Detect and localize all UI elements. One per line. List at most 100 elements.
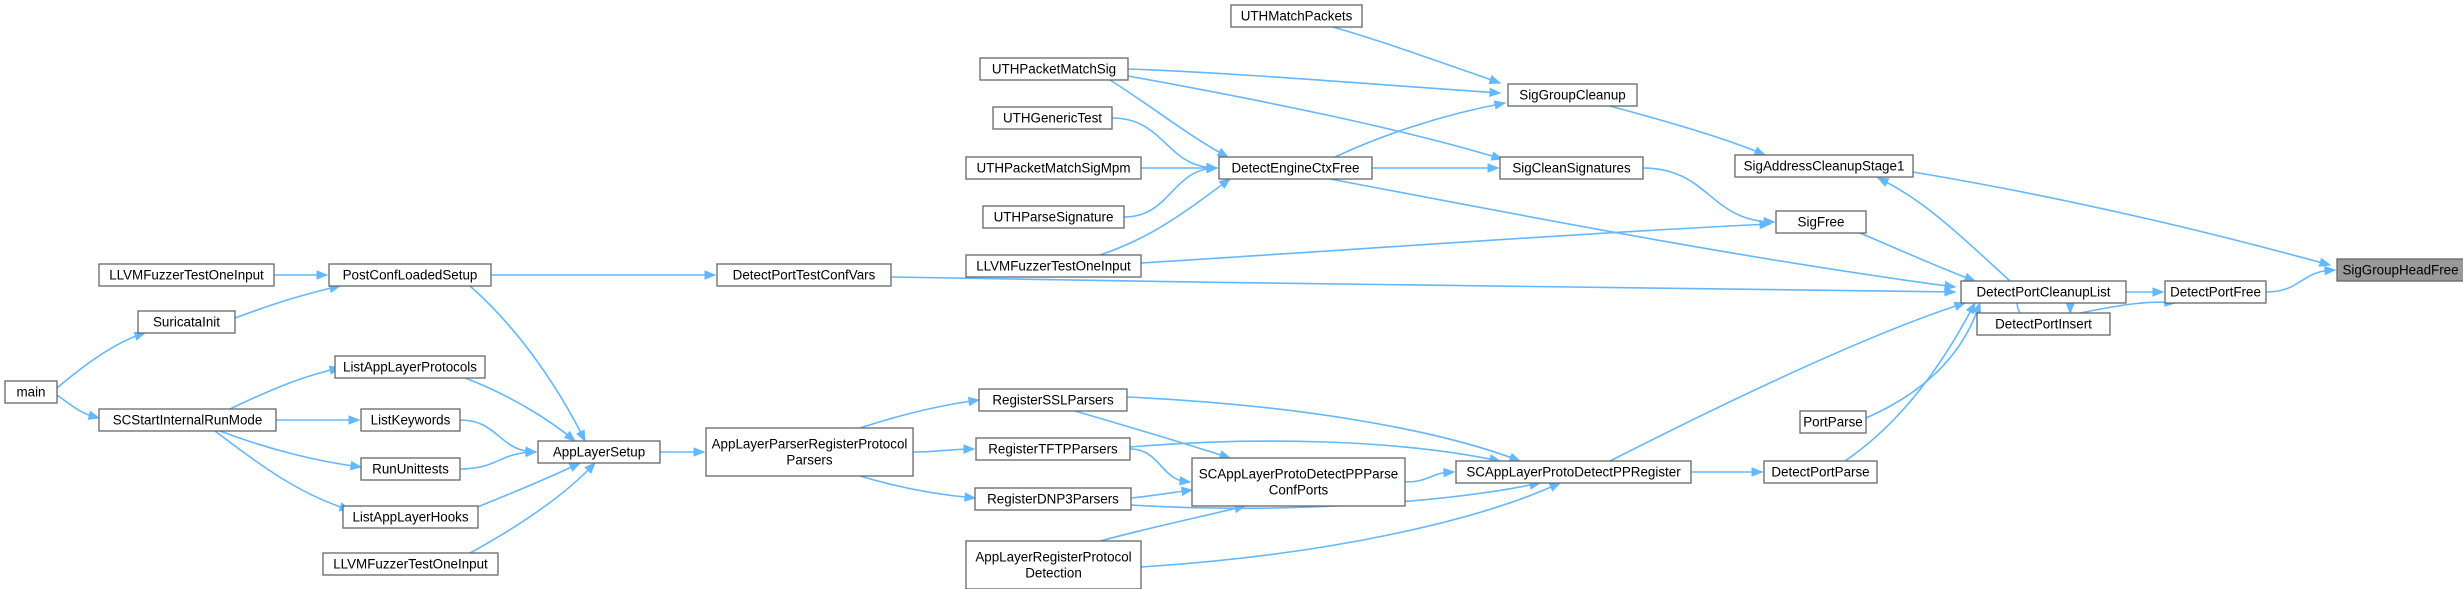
node-LLVMFuzzerTestOneInputC[interactable]: LLVMFuzzerTestOneInput (322, 552, 499, 576)
arrowhead (2065, 302, 2076, 315)
node-ListAppLayerHooks[interactable]: ListAppLayerHooks (342, 505, 479, 529)
arrowhead (1953, 301, 1967, 311)
node-box (974, 487, 1132, 511)
node-LLVMFuzzerTestOneInputA[interactable]: LLVMFuzzerTestOneInput (965, 254, 1142, 278)
node-label: Detection (1025, 566, 1082, 581)
node-RegisterTFTPParsers[interactable]: RegisterTFTPParsers (975, 437, 1131, 461)
node-box (328, 263, 492, 287)
node-main[interactable]: main (4, 380, 58, 404)
edge-line (56, 332, 146, 389)
node-box (2336, 258, 2463, 282)
node-box (334, 355, 486, 379)
edge-SCStartInternalRunMode-to-RunUnittests (219, 430, 363, 471)
node-label: RunUnittests (372, 462, 449, 477)
node-DetectPortInsert[interactable]: DetectPortInsert (1976, 312, 2111, 336)
edge-AppLayerParserRegisterProtocolParsers-to-RegisterDNP3Parsers (859, 475, 977, 502)
arrowhead (1965, 301, 1976, 315)
node-label: ListKeywords (371, 413, 451, 428)
node-label: LLVMFuzzerTestOneInput (976, 259, 1131, 274)
node-RegisterSSLParsers[interactable]: RegisterSSLParsers (978, 388, 1128, 412)
node-SCStartInternalRunMode[interactable]: SCStartInternalRunMode (98, 408, 277, 432)
node-label: LLVMFuzzerTestOneInput (333, 557, 488, 572)
edge-line (2265, 269, 2336, 293)
arrowhead (1751, 467, 1764, 477)
edge-LLVMFuzzerTestOneInputC-to-AppLayerSetup (469, 462, 596, 554)
node-label: RegisterSSLParsers (992, 393, 1114, 408)
edge-AppLayerParserRegisterProtocolParsers-to-RegisterTFTPParsers (912, 444, 976, 454)
edge-line (469, 285, 586, 442)
node-UTHPacketMatchSig[interactable]: UTHPacketMatchSig (979, 57, 1129, 81)
arrowhead (576, 429, 586, 443)
edge-line (1844, 302, 1976, 462)
edge-ListAppLayerProtocols-to-AppLayerSetup (464, 377, 577, 442)
edge-line (890, 276, 1956, 293)
node-SuricataInit[interactable]: SuricataInit (137, 310, 236, 334)
node-RunUnittests[interactable]: RunUnittests (360, 457, 461, 481)
edge-line (1126, 396, 1521, 462)
node-ListKeywords[interactable]: ListKeywords (360, 408, 461, 432)
edge-UTHPacketMatchSig-to-SigCleanSignatures (1127, 75, 1504, 161)
node-UTHParseSignature[interactable]: UTHParseSignature (982, 205, 1125, 229)
arrowhead (2324, 265, 2337, 276)
node-SigGroupCleanup[interactable]: SigGroupCleanup (1507, 83, 1638, 107)
arrowhead (1206, 163, 1219, 174)
edge-DetectPortFree-to-SigGroupHeadFree (2265, 265, 2337, 293)
node-DetectPortTestConfVars[interactable]: DetectPortTestConfVars (716, 263, 892, 287)
edge-line (1099, 505, 1246, 542)
node-label: UTHParseSignature (994, 210, 1114, 225)
edge-ListAppLayerHooks-to-AppLayerSetup (469, 462, 582, 511)
node-box (979, 57, 1129, 81)
node-box (1734, 154, 1914, 178)
edge-line (469, 462, 581, 511)
node-SigFree[interactable]: SigFree (1775, 210, 1867, 234)
node-label: SuricataInit (153, 315, 220, 330)
edge-line (469, 462, 596, 554)
edge-SCStartInternalRunMode-to-ListAppLayerProtocols (229, 365, 342, 410)
edge-UTHPacketMatchSigMpm-to-DetectEngineCtxFree (1141, 163, 1219, 173)
node-label: SigCleanSignatures (1512, 161, 1631, 176)
node-DetectPortParse[interactable]: DetectPortParse (1763, 460, 1878, 484)
edge-line (214, 430, 351, 511)
node-box (1775, 210, 1867, 234)
node-SigGroupHeadFree[interactable]: SigGroupHeadFree (2336, 258, 2463, 282)
node-UTHGenericTest[interactable]: UTHGenericTest (992, 106, 1113, 130)
node-SigCleanSignatures[interactable]: SigCleanSignatures (1499, 156, 1644, 180)
node-box (1507, 83, 1638, 107)
node-DetectPortCleanupList[interactable]: DetectPortCleanupList (1960, 280, 2127, 304)
node-box (965, 540, 1142, 589)
node-LLVMFuzzerTestOneInputB[interactable]: LLVMFuzzerTestOneInput (98, 263, 275, 287)
arrowhead (693, 447, 706, 457)
node-label: SCAppLayerProtoDetectPPRegister (1466, 465, 1681, 480)
node-SCAppLayerProtoDetectPPRegister[interactable]: SCAppLayerProtoDetectPPRegister (1455, 460, 1692, 484)
node-SigAddressCleanupStage1[interactable]: SigAddressCleanupStage1 (1734, 154, 1914, 178)
arrowhead (348, 415, 361, 425)
node-label: ListAppLayerHooks (352, 510, 468, 525)
node-label: SCStartInternalRunMode (113, 413, 263, 428)
arrowhead (1759, 219, 1772, 230)
edge-PortParse-to-DetectPortCleanupList (1865, 301, 1982, 419)
edge-SCAppLayerProtoDetectPPRegister-to-DetectPortParse (1691, 467, 1764, 477)
node-UTHMatchPackets[interactable]: UTHMatchPackets (1230, 4, 1363, 28)
node-ListAppLayerProtocols[interactable]: ListAppLayerProtocols (334, 355, 486, 379)
node-AppLayerSetup[interactable]: AppLayerSetup (537, 440, 661, 464)
node-DetectEngineCtxFree[interactable]: DetectEngineCtxFree (1218, 156, 1373, 180)
edge-line (1912, 171, 2331, 266)
node-label: main (16, 385, 45, 400)
node-UTHPacketMatchSigMpm[interactable]: UTHPacketMatchSigMpm (965, 156, 1142, 180)
node-box (2164, 280, 2267, 304)
node-label: AppLayerParserRegisterProtocol (712, 437, 908, 452)
edge-UTHParseSignature-to-DetectEngineCtxFree (1123, 163, 1219, 218)
node-PostConfLoadedSetup[interactable]: PostConfLoadedSetup (328, 263, 492, 287)
node-DetectPortFree[interactable]: DetectPortFree (2164, 280, 2267, 304)
node-box (137, 310, 236, 334)
node-box (342, 505, 479, 529)
node-RegisterDNP3Parsers[interactable]: RegisterDNP3Parsers (974, 487, 1132, 511)
node-PortParse[interactable]: PortParse (1799, 410, 1867, 434)
node-label: UTHPacketMatchSig (992, 62, 1116, 77)
arrowhead (2152, 287, 2165, 297)
arrowhead (1180, 486, 1194, 497)
edge-RunUnittests-to-AppLayerSetup (459, 447, 538, 470)
